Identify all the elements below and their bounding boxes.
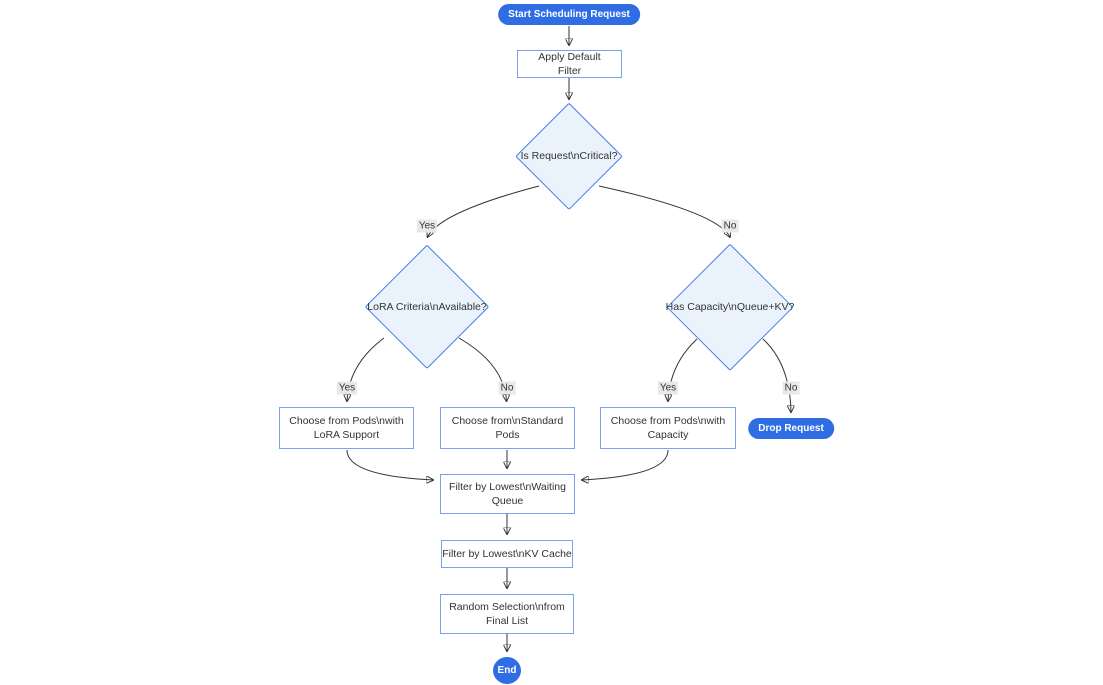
node-drop-request-label: Drop Request [758,423,824,434]
node-apply-default-filter: Apply Default Filter [517,50,622,78]
edge-label-critical-yes: Yes [416,219,438,233]
node-choose-pods-lora-label: Choose from Pods\nwith LoRA Support [289,414,404,441]
node-random-selection-final-list-label: Random Selection\nfrom Final List [449,600,565,627]
node-is-request-critical: Is Request\nCritical? [515,102,623,210]
node-drop-request: Drop Request [748,418,834,439]
edge-choose-lora-pods-to-filter-waiting [346,449,433,480]
edge-label-critical-no: No [721,219,739,233]
edge-label-capacity-no: No [782,381,800,395]
node-choose-standard-pods: Choose from\nStandard Pods [440,407,575,449]
node-start-label: Start Scheduling Request [508,9,630,20]
node-filter-lowest-waiting-queue: Filter by Lowest\nWaiting Queue [440,474,575,514]
edge-choose-capacity-pods-to-filter-waiting [582,449,669,480]
node-end-label: End [497,665,517,676]
edge-label-lora-yes: Yes [336,381,358,395]
node-has-capacity-queue-kv-label: Has Capacity\nQueue+KV? [665,301,795,313]
edge-label-lora-no: No [498,381,516,395]
node-lora-criteria-available-label: LoRA Criteria\nAvailable? [367,301,487,313]
node-choose-standard-pods-label: Choose from\nStandard Pods [451,414,564,441]
node-choose-pods-lora: Choose from Pods\nwith LoRA Support [279,407,414,449]
edge-label-capacity-yes: Yes [657,381,679,395]
node-choose-pods-capacity: Choose from Pods\nwith Capacity [600,407,736,449]
node-filter-lowest-kv-cache-label: Filter by Lowest\nKV Cache [442,547,572,560]
node-random-selection-final-list: Random Selection\nfrom Final List [440,594,574,634]
node-start-scheduling-request: Start Scheduling Request [498,4,640,25]
node-lora-criteria-available: LoRA Criteria\nAvailable? [364,244,490,370]
edge-capacity-no-to-drop-request [762,338,791,412]
node-apply-default-filter-label: Apply Default Filter [538,50,601,77]
node-is-request-critical-label: Is Request\nCritical? [520,150,618,162]
node-choose-pods-capacity-label: Choose from Pods\nwith Capacity [610,414,726,441]
node-end: End [493,657,521,684]
node-filter-lowest-kv-cache: Filter by Lowest\nKV Cache [441,540,573,568]
node-filter-lowest-waiting-queue-label: Filter by Lowest\nWaiting Queue [449,480,566,507]
node-has-capacity-queue-kv: Has Capacity\nQueue+KV? [665,243,795,371]
